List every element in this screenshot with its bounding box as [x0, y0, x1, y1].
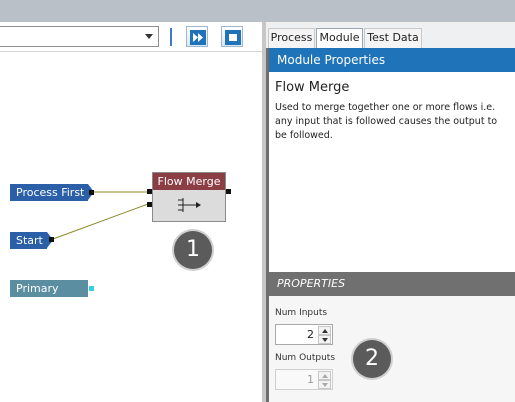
callout-badge-2: 2 — [353, 340, 391, 378]
properties-header: PROPERTIES — [269, 272, 515, 296]
module-properties-header: Module Properties — [269, 48, 515, 72]
window-titlebar — [0, 0, 515, 22]
increment-button[interactable] — [318, 326, 331, 335]
increment-button — [318, 371, 331, 380]
module-description: Used to merge together one or more flows… — [275, 102, 498, 141]
num-inputs-stepper[interactable]: 2 — [275, 324, 333, 345]
properties-area: Num Inputs 2 Num Outputs 1 2 — [269, 296, 515, 402]
module-input-port[interactable] — [147, 189, 152, 194]
toolbar-divider — [170, 28, 172, 46]
tab-test-data[interactable]: Test Data — [364, 28, 422, 48]
connection-start — [52, 203, 149, 240]
flow-canvas[interactable]: Process First Start Primary Input Flow M… — [0, 22, 262, 402]
module-properties-panel: Module Properties Flow Merge Used to mer… — [266, 48, 515, 402]
num-outputs-stepper: 1 — [275, 369, 333, 390]
module-output-port[interactable] — [226, 189, 231, 194]
node-start[interactable]: Start — [10, 232, 53, 249]
output-port[interactable] — [49, 237, 54, 242]
node-primary-input[interactable]: Primary Input — [10, 280, 88, 312]
tab-module[interactable]: Module — [316, 28, 363, 48]
flow-merge-module[interactable]: Flow Merge — [152, 172, 226, 222]
tab-process[interactable]: Process — [268, 28, 315, 48]
canvas-toolbar — [0, 22, 262, 52]
callout-badge-1: 1 — [174, 231, 212, 269]
node-label: Start — [16, 234, 43, 247]
fast-forward-icon — [190, 30, 206, 45]
chevron-down-icon[interactable] — [145, 34, 153, 39]
chevron-down-icon — [322, 383, 328, 387]
num-outputs-value: 1 — [307, 373, 314, 386]
num-inputs-label: Num Inputs — [275, 308, 328, 318]
chevron-down-icon — [322, 338, 328, 342]
input-port[interactable] — [89, 286, 94, 291]
module-name: Flow Merge — [275, 80, 350, 95]
connection-lines — [52, 191, 149, 240]
num-outputs-label: Num Outputs — [275, 353, 336, 363]
module-title: Flow Merge — [153, 173, 225, 190]
merge-icon — [178, 198, 201, 212]
chevron-up-icon — [322, 329, 328, 333]
properties-panel: Process Module Test Data Module Properti… — [266, 22, 515, 402]
panel-splitter[interactable] — [262, 22, 266, 402]
stop-button[interactable] — [221, 26, 243, 47]
node-label: Process First — [16, 186, 85, 199]
num-inputs-value: 2 — [307, 328, 314, 341]
stop-icon — [225, 30, 241, 45]
flow-selector-dropdown[interactable] — [0, 26, 159, 47]
node-label: Primary Input — [16, 282, 59, 312]
chevron-up-icon — [322, 374, 328, 378]
module-input-port[interactable] — [147, 202, 152, 207]
output-port[interactable] — [89, 190, 94, 195]
run-button[interactable] — [186, 26, 208, 47]
node-process-first[interactable]: Process First — [10, 184, 94, 201]
decrement-button — [318, 380, 331, 389]
decrement-button[interactable] — [318, 335, 331, 344]
